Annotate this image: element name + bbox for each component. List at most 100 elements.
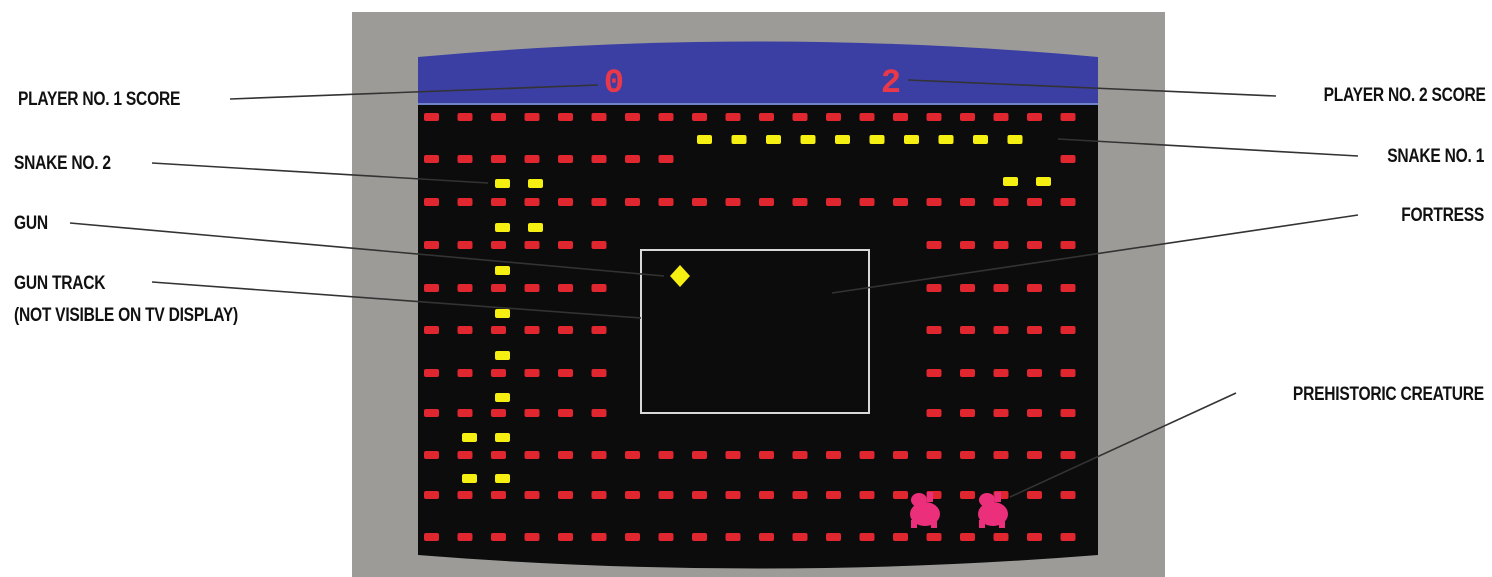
- maze-brick: [424, 198, 439, 206]
- maze-brick: [726, 451, 741, 459]
- maze-brick: [558, 409, 573, 417]
- maze-brick: [826, 451, 841, 459]
- maze-brick: [1027, 198, 1042, 206]
- snake-segment: [462, 474, 477, 483]
- snake-segment: [495, 309, 510, 318]
- maze-brick: [558, 113, 573, 121]
- maze-brick: [424, 113, 439, 121]
- maze-brick: [558, 369, 573, 377]
- maze-brick: [424, 241, 439, 249]
- maze-brick: [759, 198, 774, 206]
- maze-brick: [994, 451, 1009, 459]
- maze-brick: [558, 451, 573, 459]
- maze-brick: [826, 491, 841, 499]
- maze-brick: [558, 491, 573, 499]
- maze-brick: [1061, 284, 1076, 292]
- maze-brick: [960, 409, 975, 417]
- maze-brick: [592, 241, 607, 249]
- maze-brick: [994, 533, 1009, 541]
- maze-brick: [558, 284, 573, 292]
- maze-brick: [1061, 155, 1076, 163]
- creature-part: [995, 492, 1001, 502]
- snake-segment: [495, 179, 510, 188]
- maze-brick: [793, 491, 808, 499]
- maze-brick: [1061, 533, 1076, 541]
- maze-brick: [826, 198, 841, 206]
- maze-brick: [960, 451, 975, 459]
- maze-brick: [491, 155, 506, 163]
- maze-brick: [659, 491, 674, 499]
- maze-brick: [1061, 241, 1076, 249]
- maze-brick: [659, 451, 674, 459]
- snake-segment: [904, 135, 919, 144]
- creature-part: [911, 520, 917, 528]
- maze-brick: [726, 491, 741, 499]
- snake-segment: [495, 433, 510, 442]
- maze-brick: [525, 284, 540, 292]
- label-player2-score: PLAYER NO. 2 SCORE: [1324, 84, 1486, 108]
- creature-part: [979, 520, 985, 528]
- maze-brick: [458, 241, 473, 249]
- maze-brick: [525, 533, 540, 541]
- maze-brick: [592, 533, 607, 541]
- maze-brick: [826, 113, 841, 121]
- snake-segment: [973, 135, 988, 144]
- snake-segment: [495, 223, 510, 232]
- maze-brick: [592, 198, 607, 206]
- snake-segment: [697, 135, 712, 144]
- maze-brick: [826, 533, 841, 541]
- maze-brick: [558, 198, 573, 206]
- maze-brick: [1027, 113, 1042, 121]
- maze-brick: [994, 198, 1009, 206]
- maze-brick: [424, 284, 439, 292]
- maze-brick: [726, 113, 741, 121]
- maze-brick: [525, 241, 540, 249]
- maze-brick: [960, 198, 975, 206]
- maze-brick: [592, 326, 607, 334]
- maze-brick: [525, 369, 540, 377]
- maze-brick: [994, 326, 1009, 334]
- maze-brick: [927, 409, 942, 417]
- maze-brick: [893, 491, 908, 499]
- maze-brick: [558, 533, 573, 541]
- maze-brick: [491, 113, 506, 121]
- maze-brick: [458, 113, 473, 121]
- maze-brick: [491, 491, 506, 499]
- maze-brick: [525, 198, 540, 206]
- maze-brick: [759, 491, 774, 499]
- maze-brick: [994, 113, 1009, 121]
- maze-brick: [491, 198, 506, 206]
- maze-brick: [726, 198, 741, 206]
- maze-brick: [994, 284, 1009, 292]
- maze-brick: [1061, 491, 1076, 499]
- creature-part: [927, 492, 933, 502]
- maze-brick: [424, 409, 439, 417]
- maze-brick: [793, 533, 808, 541]
- maze-brick: [424, 533, 439, 541]
- maze-brick: [424, 369, 439, 377]
- creature-part: [911, 493, 927, 507]
- label-creature: PREHISTORIC CREATURE: [1293, 383, 1484, 407]
- maze-brick: [893, 533, 908, 541]
- maze-brick: [960, 284, 975, 292]
- maze-brick: [458, 198, 473, 206]
- maze-brick: [659, 113, 674, 121]
- maze-brick: [927, 198, 942, 206]
- maze-brick: [692, 198, 707, 206]
- score-bar: [418, 42, 1098, 105]
- snake-segment: [1008, 135, 1023, 144]
- maze-brick: [525, 326, 540, 334]
- maze-brick: [960, 533, 975, 541]
- maze-brick: [458, 533, 473, 541]
- maze-brick: [491, 241, 506, 249]
- label-snake2: SNAKE NO. 2: [14, 152, 111, 176]
- snake-segment: [495, 393, 510, 402]
- maze-brick: [893, 198, 908, 206]
- maze-brick: [659, 155, 674, 163]
- maze-brick: [458, 369, 473, 377]
- maze-brick: [525, 451, 540, 459]
- snake-segment: [870, 135, 885, 144]
- label-gun: GUN: [14, 212, 48, 236]
- snake-segment: [835, 135, 850, 144]
- maze-brick: [960, 369, 975, 377]
